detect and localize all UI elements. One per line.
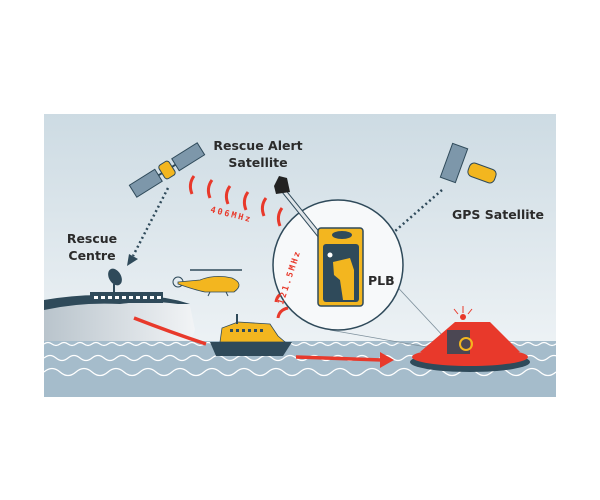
rescue-alert-satellite-label-line1: Rescue Alert [213, 138, 302, 153]
rescue-alert-satellite-label-line2: Satellite [228, 155, 287, 170]
rescue-centre-building [90, 292, 163, 303]
lifeboat-icon [210, 314, 292, 356]
gps-satellite-label: GPS Satellite [452, 207, 544, 222]
rescue-centre-label-line1: Rescue [67, 231, 117, 246]
plb-label: PLB [368, 273, 395, 288]
arrowhead-icon [127, 254, 138, 266]
arrowhead-icon [380, 352, 394, 368]
gps-satellite-icon [439, 142, 497, 184]
building-windows [94, 296, 161, 299]
plb-device-icon [317, 227, 364, 307]
cliff [44, 296, 195, 342]
rescue-centre-label-line2: Centre [68, 248, 115, 263]
satellite-dish-icon [108, 268, 122, 292]
liferaft-icon [410, 306, 530, 372]
rescue-alert-satellite-icon [128, 142, 206, 198]
signal-waves-406 [188, 175, 284, 227]
antenna-tip [274, 176, 290, 194]
route-arrow-lifeboat-to-raft [295, 355, 383, 362]
route-arrow-centre-to-lifeboat [133, 316, 207, 346]
helicopter-icon [172, 269, 242, 297]
